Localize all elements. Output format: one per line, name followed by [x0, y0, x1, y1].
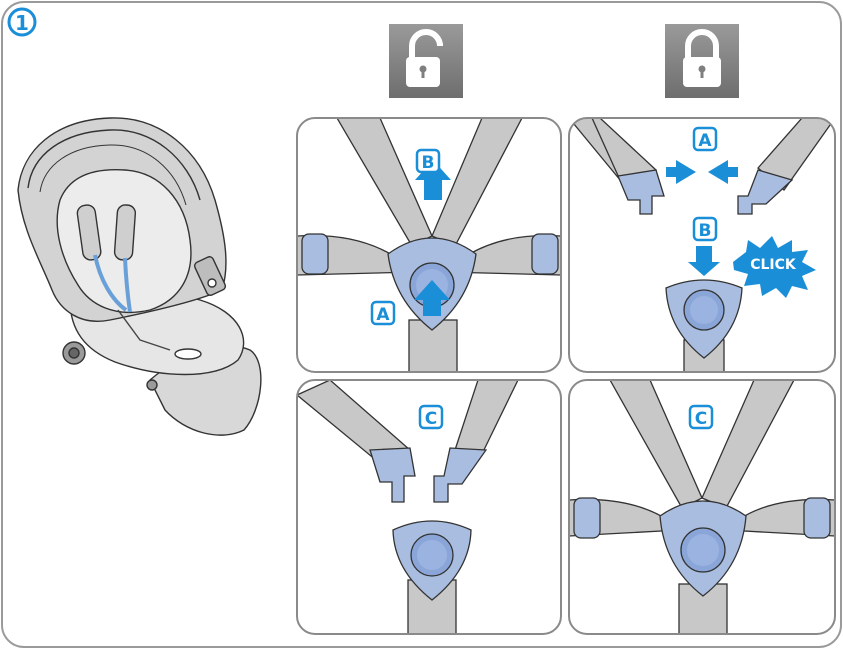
label-a: A	[698, 131, 712, 151]
click-text: CLICK	[750, 257, 797, 273]
unlocked-padlock-icon	[389, 24, 463, 98]
label-c: C	[695, 409, 707, 429]
panel-separated-buckle: C	[296, 379, 562, 635]
arrow-up-icon	[414, 280, 450, 316]
locked-padlock-icon	[665, 24, 739, 98]
arrow-down-icon	[688, 246, 720, 276]
label-b: B	[422, 153, 435, 173]
panel-unlock-press: B A	[296, 117, 562, 373]
arrow-left-icon	[708, 160, 738, 184]
step-number: 1	[15, 11, 29, 35]
label-c: C	[425, 409, 437, 429]
label-a: A	[376, 305, 390, 325]
panel-lock-click: A B CLICK	[568, 117, 836, 373]
step-number-badge: 1	[7, 7, 37, 37]
click-burst-icon: CLICK	[733, 236, 816, 298]
stroller-seat-illustration	[17, 117, 262, 436]
panel-fastened-buckle: C	[568, 379, 836, 635]
arrow-right-icon	[666, 160, 696, 184]
label-b: B	[699, 221, 712, 241]
